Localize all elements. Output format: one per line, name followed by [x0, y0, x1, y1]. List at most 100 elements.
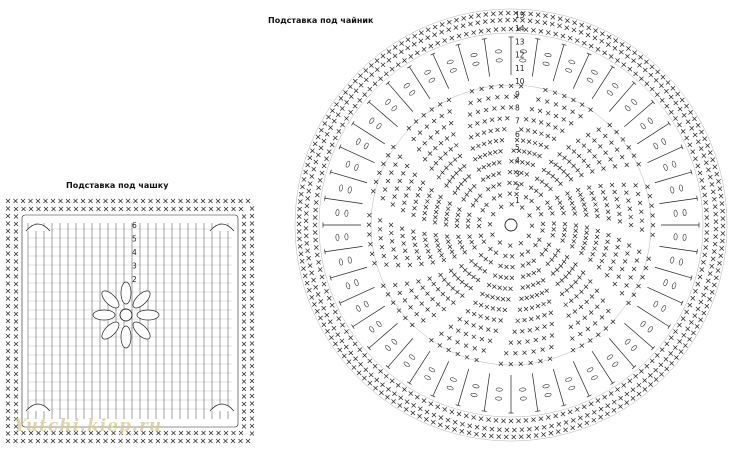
single-crochet-mark — [178, 438, 183, 444]
single-crochet-mark — [508, 243, 513, 248]
single-crochet-mark — [570, 266, 575, 272]
single-crochet-mark — [193, 430, 199, 436]
single-crochet-mark — [493, 27, 499, 32]
single-crochet-mark — [452, 190, 458, 196]
single-crochet-mark — [436, 199, 441, 205]
single-crochet-mark — [465, 309, 471, 314]
single-crochet-mark — [352, 103, 358, 109]
single-crochet-mark — [460, 421, 465, 427]
single-crochet-mark — [249, 423, 255, 429]
single-crochet-mark — [367, 232, 372, 237]
single-crochet-mark — [463, 31, 469, 37]
single-crochet-mark — [543, 247, 549, 253]
single-crochet-mark — [487, 222, 493, 227]
corner-chain-arc — [25, 403, 51, 412]
single-crochet-mark — [585, 326, 591, 332]
single-crochet-mark — [241, 274, 247, 279]
single-crochet-mark — [433, 209, 439, 215]
single-crochet-mark — [546, 170, 551, 176]
single-crochet-mark — [200, 198, 206, 204]
single-crochet-mark — [538, 28, 544, 34]
single-crochet-mark — [241, 259, 247, 264]
single-crochet-mark — [569, 244, 575, 249]
single-crochet-mark — [500, 105, 506, 110]
single-crochet-mark — [241, 409, 247, 414]
chain-stitch-mark — [355, 305, 361, 312]
single-crochet-mark — [573, 262, 578, 267]
single-crochet-mark — [551, 227, 557, 232]
chain-stitch-mark — [391, 105, 398, 112]
single-crochet-mark — [527, 213, 532, 218]
single-crochet-mark — [477, 154, 483, 160]
single-crochet-mark — [321, 281, 327, 287]
single-crochet-mark — [503, 253, 508, 259]
single-crochet-mark — [536, 97, 541, 102]
single-crochet-mark — [170, 198, 176, 204]
single-crochet-mark — [699, 267, 705, 273]
single-crochet-mark — [21, 206, 26, 212]
chain-stitch-mark — [344, 209, 349, 217]
single-crochet-mark — [425, 307, 430, 312]
single-crochet-mark — [414, 311, 419, 317]
single-crochet-mark — [362, 92, 368, 97]
single-crochet-mark — [475, 109, 481, 115]
single-crochet-mark — [499, 137, 505, 143]
single-crochet-mark — [544, 288, 549, 294]
single-crochet-mark — [422, 210, 428, 216]
single-crochet-mark — [442, 407, 448, 412]
single-crochet-mark — [608, 157, 613, 162]
single-crochet-mark — [534, 188, 539, 194]
chain-stitch-mark — [376, 320, 382, 327]
single-crochet-mark — [560, 33, 566, 39]
single-crochet-mark — [697, 170, 703, 176]
single-crochet-mark — [498, 361, 504, 367]
single-crochet-mark — [595, 398, 601, 403]
single-crochet-mark — [65, 438, 71, 444]
single-crochet-mark — [474, 357, 479, 363]
single-crochet-mark — [498, 274, 503, 280]
single-crochet-mark — [408, 305, 413, 310]
single-crochet-mark — [95, 438, 101, 444]
single-crochet-mark — [357, 97, 363, 103]
single-crochet-mark — [5, 258, 11, 264]
single-crochet-mark — [624, 391, 630, 397]
single-crochet-mark — [383, 71, 389, 77]
single-crochet-mark — [614, 147, 620, 152]
single-crochet-mark — [563, 302, 568, 307]
single-crochet-mark — [475, 277, 481, 283]
single-crochet-mark — [440, 291, 446, 297]
single-crochet-mark — [468, 188, 473, 193]
single-crochet-mark — [562, 155, 567, 161]
chain-stitch-mark — [446, 59, 454, 65]
single-crochet-mark — [429, 166, 434, 171]
single-crochet-mark — [487, 140, 493, 145]
single-crochet-mark — [545, 110, 551, 116]
single-crochet-mark — [509, 159, 514, 164]
single-crochet-mark — [430, 296, 435, 302]
single-crochet-mark — [570, 417, 576, 423]
row-number-label: 6 — [132, 221, 137, 230]
single-crochet-mark — [534, 176, 540, 181]
single-crochet-mark — [544, 99, 550, 104]
single-crochet-mark — [581, 245, 586, 251]
single-crochet-mark — [554, 267, 560, 273]
chain-stitch-mark — [470, 52, 478, 57]
single-crochet-mark — [615, 58, 620, 63]
single-crochet-mark — [604, 273, 610, 278]
single-crochet-mark — [463, 343, 469, 348]
stitch-top-bar — [561, 43, 567, 46]
single-crochet-mark — [434, 130, 440, 135]
single-crochet-mark — [249, 296, 255, 301]
single-crochet-mark — [96, 206, 101, 212]
chain-stitch-mark — [544, 52, 552, 57]
single-crochet-mark — [653, 367, 659, 373]
single-crochet-mark — [249, 378, 255, 384]
single-crochet-mark — [598, 406, 604, 412]
single-crochet-mark — [574, 407, 580, 412]
single-crochet-mark — [594, 288, 600, 294]
single-crochet-mark — [627, 206, 633, 212]
single-crochet-mark — [455, 276, 461, 281]
single-crochet-mark — [313, 245, 319, 250]
single-crochet-mark — [13, 206, 19, 212]
single-crochet-mark — [456, 411, 462, 417]
